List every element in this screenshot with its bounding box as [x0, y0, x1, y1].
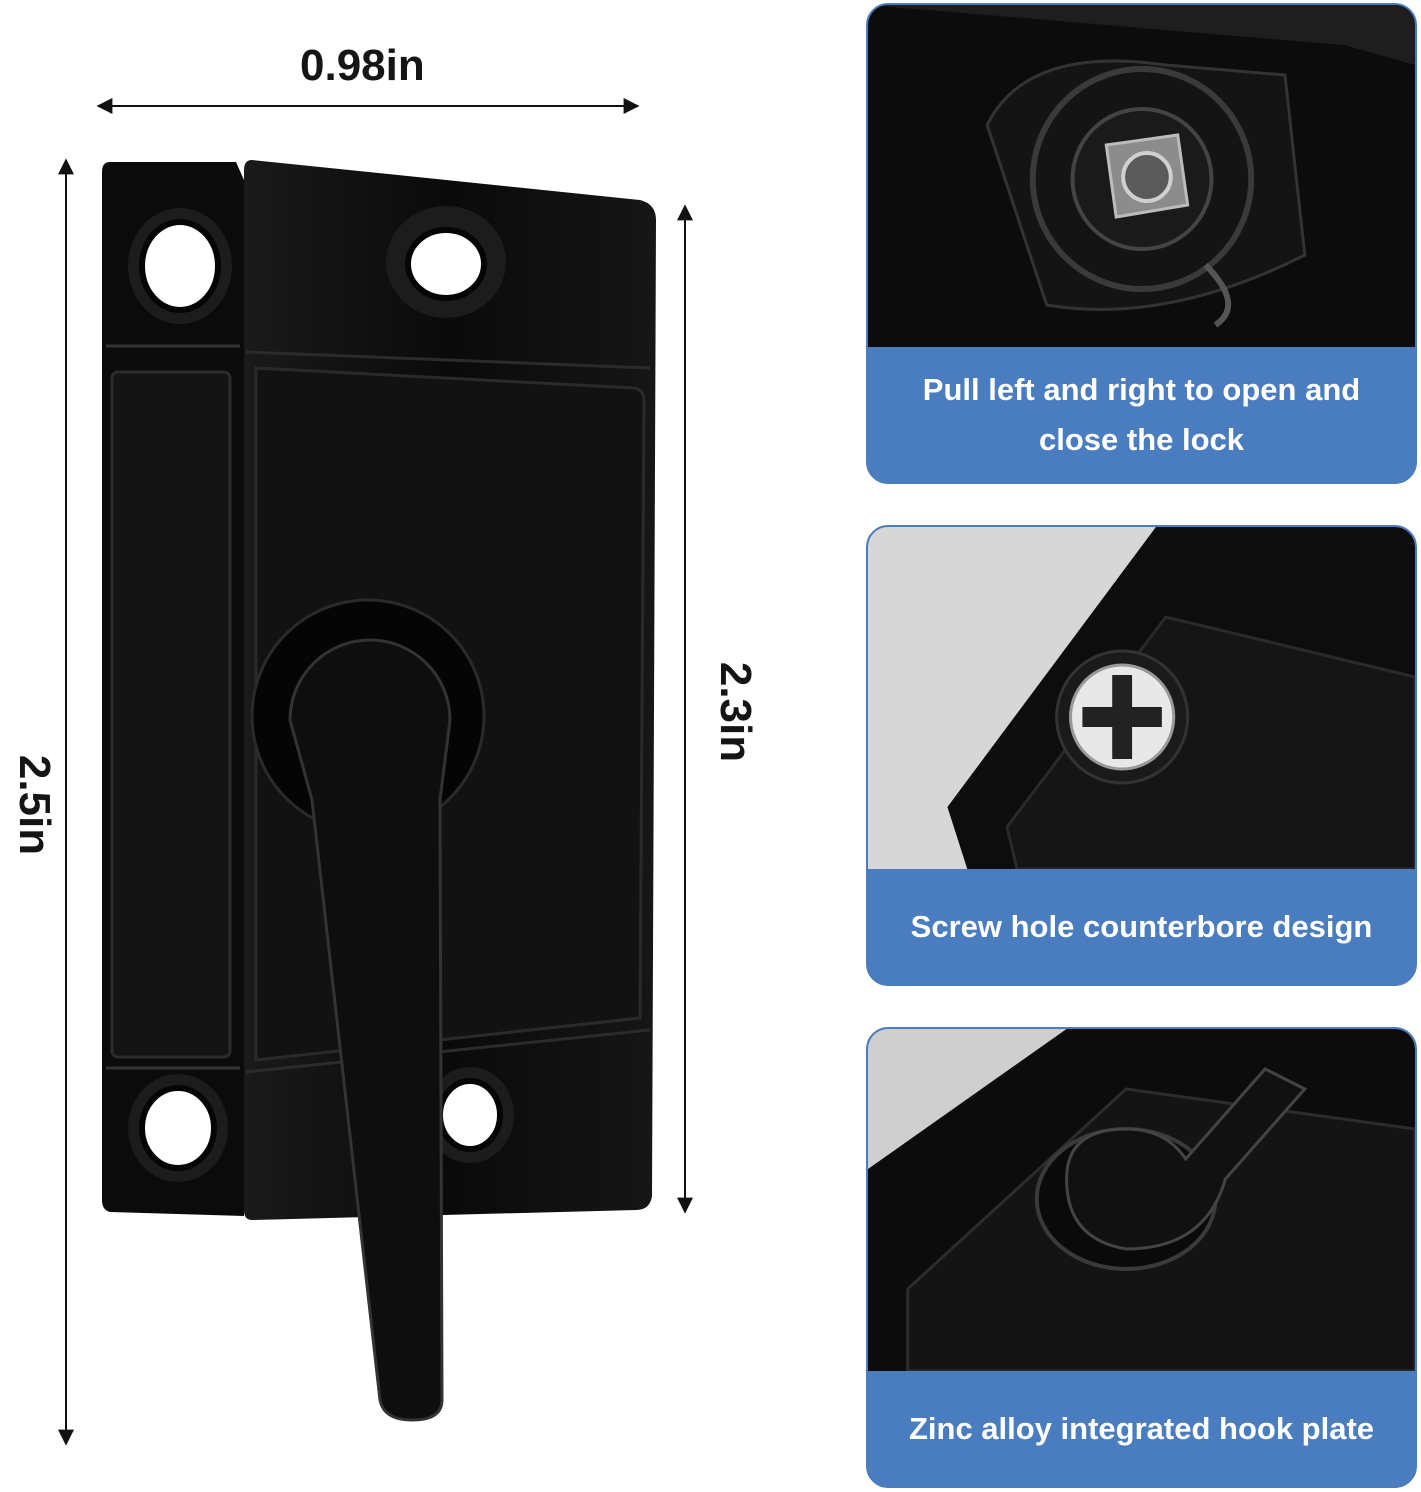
- screw-hole-closeup-photo: [868, 527, 1415, 869]
- total-height-dimension-label: 2.5in: [10, 754, 59, 856]
- latch-product-drawing: [58, 98, 693, 1446]
- body-height-dimension-label: 2.3in: [711, 661, 760, 763]
- width-dimension-label: 0.98in: [300, 41, 425, 90]
- feature-caption: Zinc alloy integrated hook plate: [908, 1410, 1375, 1446]
- latch-lever: [250, 598, 486, 1422]
- screw-hole-bottom-left: [128, 1074, 228, 1182]
- feature-caption: Pull left and right to open and close th…: [922, 371, 1361, 457]
- feature-panel-lock-mechanism: Pull left and right to open and close th…: [866, 3, 1417, 484]
- screw-hole-top-left: [128, 208, 232, 324]
- lock-mechanism-closeup-photo: [868, 5, 1415, 347]
- screw-hole-top-right: [386, 206, 506, 318]
- feature-panel-screw-hole: Screw hole counterbore design: [866, 525, 1417, 986]
- hook-plate-closeup-photo: [868, 1029, 1415, 1371]
- latch-left-strip: [102, 162, 244, 1216]
- feature-panel-hook-plate: Zinc alloy integrated hook plate: [866, 1027, 1417, 1488]
- feature-caption: Screw hole counterbore design: [910, 908, 1373, 944]
